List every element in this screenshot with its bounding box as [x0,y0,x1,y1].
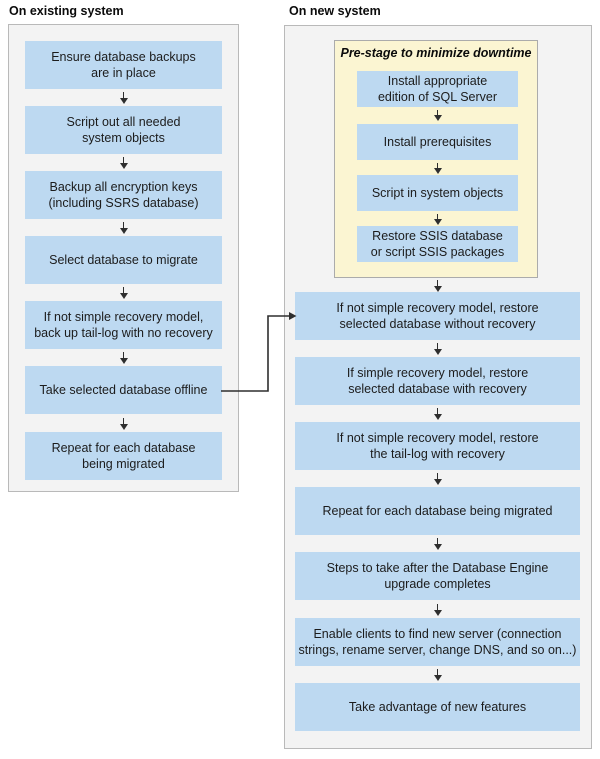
existing-step-repeat: Repeat for each database being migrated [25,432,222,480]
arrow-head [433,286,442,292]
down-arrow-icon [433,163,442,174]
arrow-stem [436,214,439,219]
arrow-stem [436,343,439,349]
arrow-head [119,358,128,364]
prestage-step-install-prerequisites: Install prerequisites [357,124,518,160]
down-arrow-icon [433,408,442,420]
down-arrow-icon [433,214,442,225]
new-step-restore-without-recovery: If not simple recovery model, restore se… [295,292,580,340]
down-arrow-icon [119,92,128,104]
down-arrow-icon [119,157,128,169]
prestage-step-restore-ssis: Restore SSIS database or script SSIS pac… [357,226,518,262]
existing-step-select-database: Select database to migrate [25,236,222,284]
new-step-post-upgrade-steps: Steps to take after the Database Engine … [295,552,580,600]
new-step-new-features: Take advantage of new features [295,683,580,731]
arrow-stem [122,352,125,358]
prestage-title: Pre-stage to minimize downtime [340,46,532,60]
arrow-head [119,98,128,104]
arrow-head [433,219,442,225]
down-arrow-icon [433,669,442,681]
arrow-head [119,228,128,234]
arrow-head [433,115,442,121]
arrow-head [433,544,442,550]
arrow-stem [436,604,439,610]
new-step-enable-clients: Enable clients to find new server (conne… [295,618,580,666]
arrow-stem [436,669,439,675]
arrow-head [433,675,442,681]
down-arrow-icon [433,343,442,355]
new-step-restore-tail-log: If not simple recovery model, restore th… [295,422,580,470]
existing-system-heading: On existing system [9,4,124,18]
arrow-head [433,610,442,616]
arrow-head [119,293,128,299]
arrow-stem [436,163,439,168]
arrow-stem [122,287,125,293]
arrow-stem [122,222,125,228]
arrow-head [119,424,128,430]
prestage-step-script-in-system-objects: Script in system objects [357,175,518,211]
existing-step-backup-tail-log: If not simple recovery model, back up ta… [25,301,222,349]
down-arrow-icon [119,352,128,364]
new-step-restore-with-recovery: If simple recovery model, restore select… [295,357,580,405]
down-arrow-icon [433,538,442,550]
arrow-stem [436,280,439,286]
down-arrow-icon [119,222,128,234]
down-arrow-icon [119,287,128,299]
existing-step-take-offline: Take selected database offline [25,366,222,414]
arrow-stem [122,418,125,424]
cross-system-connector-arrow [221,312,297,392]
down-arrow-icon [433,604,442,616]
existing-step-ensure-backups: Ensure database backups are in place [25,41,222,89]
arrow-stem [436,110,439,115]
existing-step-backup-encryption-keys: Backup all encryption keys (including SS… [25,171,222,219]
arrow-head [433,168,442,174]
down-arrow-icon [433,110,442,121]
new-system-heading: On new system [289,4,381,18]
down-arrow-icon [119,418,128,430]
existing-step-script-system-objects: Script out all needed system objects [25,106,222,154]
arrow-head [433,414,442,420]
arrow-head [433,479,442,485]
arrow-head [119,163,128,169]
arrow-stem [436,408,439,414]
new-step-repeat: Repeat for each database being migrated [295,487,580,535]
down-arrow-icon [433,473,442,485]
arrow-head [433,349,442,355]
down-arrow-icon [433,280,442,292]
arrow-stem [122,157,125,163]
prestage-step-install-sql-server: Install appropriate edition of SQL Serve… [357,71,518,107]
arrow-stem [436,473,439,479]
arrow-stem [122,92,125,98]
arrow-stem [436,538,439,544]
